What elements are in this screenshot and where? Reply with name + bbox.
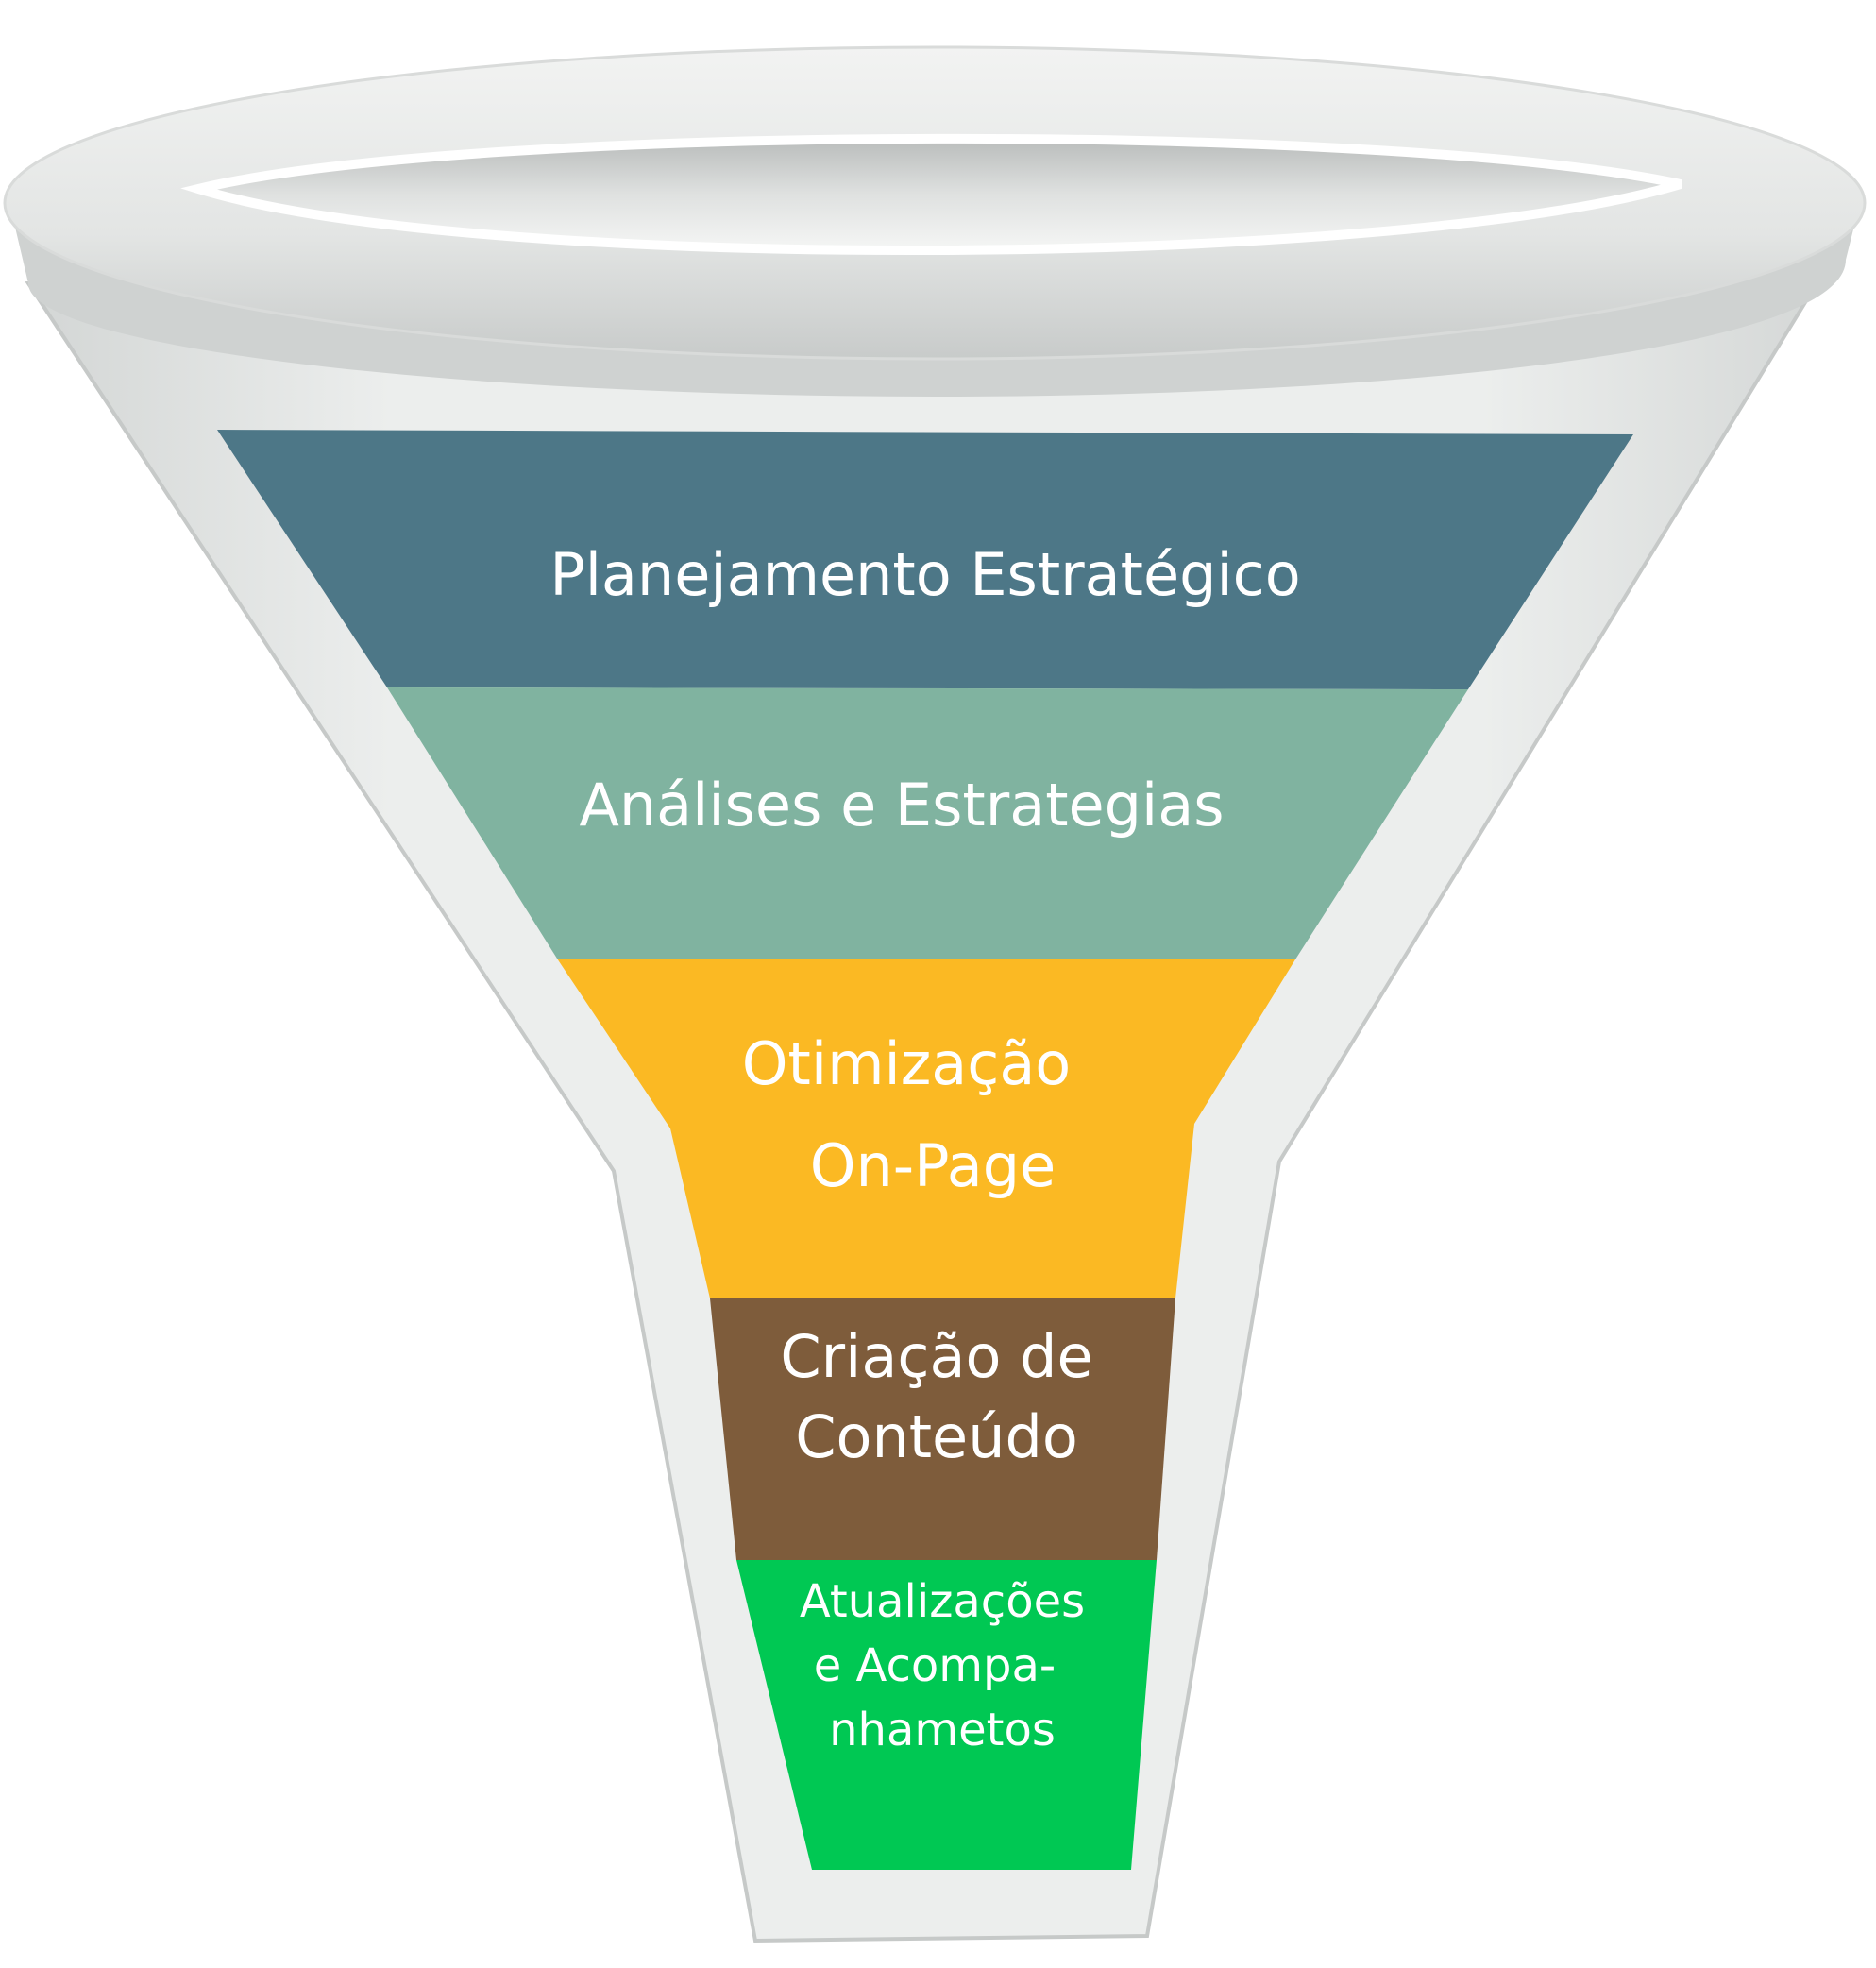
stage-band-criacao — [710, 1298, 1175, 1560]
stage-label-analises: Análises e Estrategias — [579, 771, 1224, 840]
stage-label-line: Criação de — [780, 1322, 1092, 1391]
stage-label-line: Atualizações — [800, 1575, 1085, 1628]
stage-band-atualizacoes — [736, 1560, 1157, 1870]
stage-label-line: Análises e Estrategias — [579, 771, 1224, 840]
stage-band-otimizacao — [557, 959, 1295, 1298]
funnel-opening — [180, 133, 1682, 256]
stage-label-line: Conteúdo — [795, 1402, 1078, 1471]
stage-label-atualizacoes: Atualizações e Acompa-nhametos — [800, 1575, 1085, 1756]
stage-label-line: nhametos — [829, 1704, 1056, 1756]
stage-label-criacao: Criação de Conteúdo — [780, 1322, 1092, 1471]
stage-band-analises — [387, 687, 1468, 959]
stage-label-line: Planejamento Estratégico — [549, 540, 1300, 609]
stage-label-line: On-Page — [810, 1131, 1056, 1200]
stage-label-line: Otimização — [742, 1029, 1072, 1098]
stage-band-planejamento — [217, 430, 1633, 689]
stage-label-line: e Acompa- — [814, 1639, 1056, 1692]
stage-label-planejamento: Planejamento Estratégico — [549, 540, 1300, 609]
